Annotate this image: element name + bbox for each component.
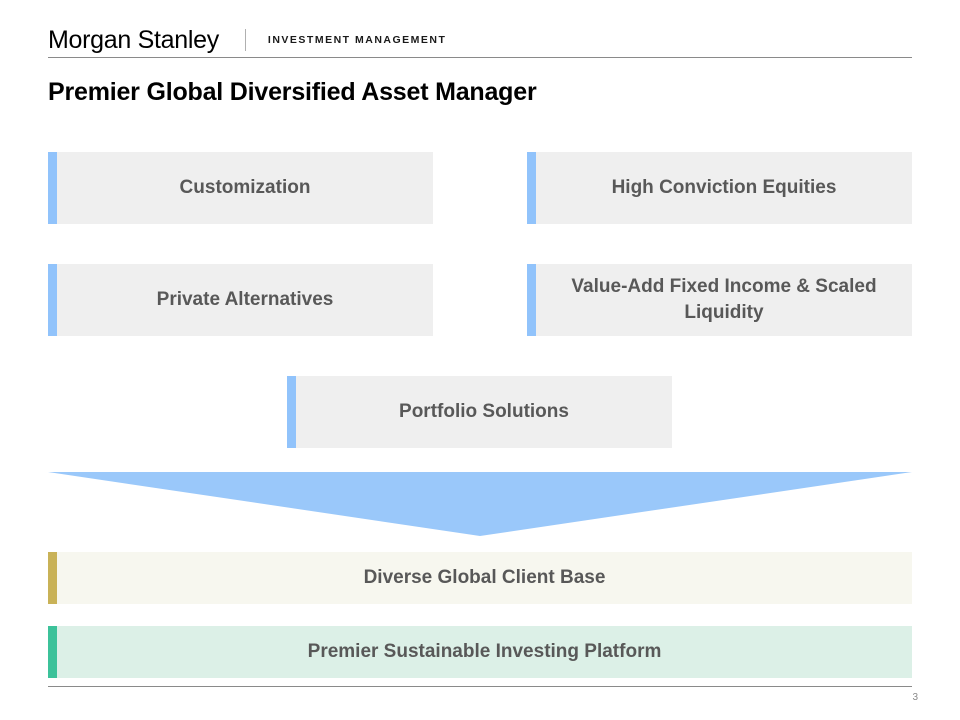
foundation-box-diverse-global-client-base: Diverse Global Client Base: [48, 552, 912, 604]
capability-label: High Conviction Equities: [611, 177, 837, 199]
foundation-label-wrap: Premier Sustainable Investing Platform: [57, 626, 912, 678]
capability-box-high-conviction-equities: High Conviction Equities: [527, 152, 912, 224]
downward-triangle-icon: [48, 472, 912, 536]
accent-bar: [287, 376, 296, 448]
funnel-chevron: [48, 472, 912, 536]
accent-bar: [48, 264, 57, 336]
foundation-box-premier-sustainable-investing-platform: Premier Sustainable Investing Platform: [48, 626, 912, 678]
capability-box-customization: Customization: [48, 152, 433, 224]
foundation-label-wrap: Diverse Global Client Base: [57, 552, 912, 604]
capability-label: Private Alternatives: [156, 289, 334, 311]
capability-label-wrap: Value-Add Fixed Income & Scaled Liquidit…: [536, 264, 912, 336]
brand-header: Morgan Stanley INVESTMENT MANAGEMENT: [48, 22, 912, 58]
foundation-label: Diverse Global Client Base: [363, 567, 606, 588]
page-number: 3: [912, 692, 918, 703]
foundation-label: Premier Sustainable Investing Platform: [307, 641, 662, 662]
footer-divider-rule: [48, 686, 912, 687]
capability-label-wrap: Private Alternatives: [57, 264, 433, 336]
capability-label: Customization: [179, 177, 311, 199]
investment-management-subbrand: INVESTMENT MANAGEMENT: [267, 34, 447, 46]
capability-label-wrap: Portfolio Solutions: [296, 376, 672, 448]
capability-box-value-add-fixed-income: Value-Add Fixed Income & Scaled Liquidit…: [527, 264, 912, 336]
capability-label-wrap: Customization: [57, 152, 433, 224]
capability-label: Value-Add Fixed Income & Scaled Liquidit…: [571, 276, 877, 323]
capability-box-portfolio-solutions: Portfolio Solutions: [287, 376, 672, 448]
accent-bar: [527, 152, 536, 224]
logo-divider: [244, 29, 246, 51]
capability-label-wrap: High Conviction Equities: [536, 152, 912, 224]
morgan-stanley-wordmark: Morgan Stanley: [48, 25, 219, 54]
accent-bar: [48, 152, 57, 224]
accent-bar: [48, 552, 57, 604]
capability-label: Portfolio Solutions: [399, 401, 569, 423]
page-title: Premier Global Diversified Asset Manager: [48, 78, 537, 106]
accent-bar: [527, 264, 536, 336]
accent-bar: [48, 626, 57, 678]
capability-box-private-alternatives: Private Alternatives: [48, 264, 433, 336]
header-divider-rule: [48, 57, 912, 58]
